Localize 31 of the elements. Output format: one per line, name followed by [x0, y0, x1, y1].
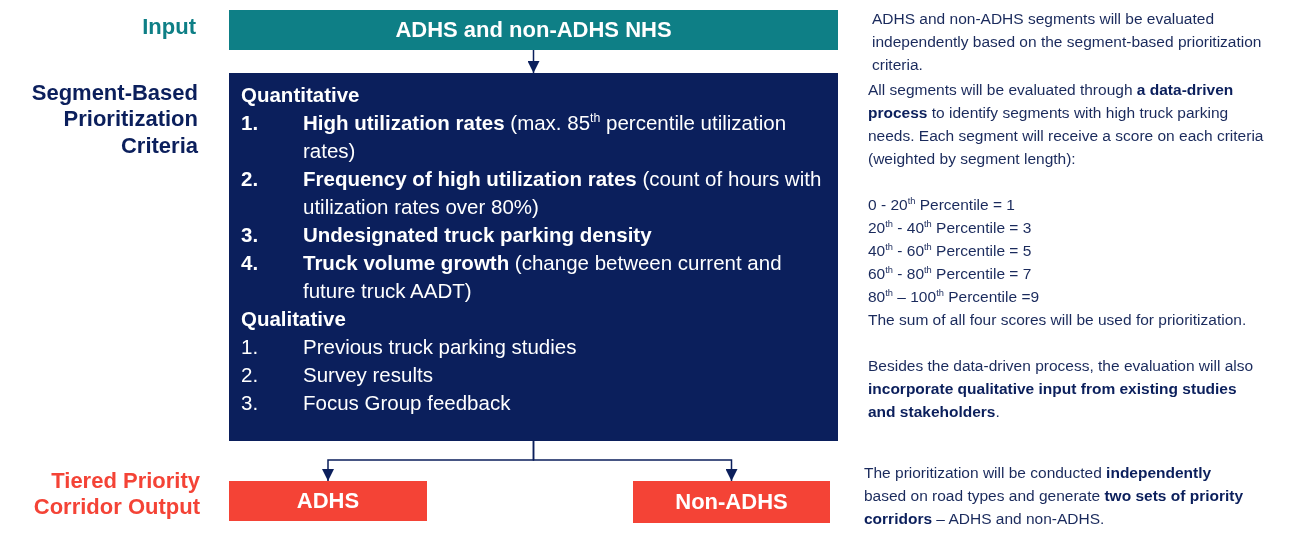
arrow [527, 49, 540, 74]
list-item: 3. Undesignated truck parking density [241, 222, 653, 248]
score-text: 20$^{th}$ - 40$^{th}$ Percentile = 3 [868, 217, 1033, 238]
row-label: Tiered Priority Corridor Output [32, 468, 200, 521]
output-box [229, 481, 427, 521]
score-text: 80$^{th}$ – 100$^{th}$ Percentile =9 [868, 286, 1041, 307]
input-box [229, 10, 838, 50]
note-text: ADHS and non-ADHS segments will be evaluated independently based on the segment-based prioritization criteria. [872, 9, 1263, 75]
note-text: The sum of all four scores will be used for prioritization. [868, 310, 1248, 330]
score-text: 60$^{th}$ - 80$^{th}$ Percentile = 7 [868, 263, 1033, 284]
list-item: 1. High utilization rates (max. 85$^{th}$ percentile utilization rates) [241, 110, 788, 164]
box-label: Non-ADHS [675, 489, 788, 515]
output-box [633, 481, 830, 523]
list-item: 4. Truck volume growth (change between current and future truck AADT) [241, 250, 783, 304]
score-text: 40$^{th}$ - 60$^{th}$ Percentile = 5 [868, 240, 1033, 261]
list-item: 1. Previous truck parking studies [241, 334, 578, 360]
row-label: Segment-Based Prioritization Criteria [30, 80, 198, 160]
note-text: Besides the data-driven process, the evaluation will also incorporate qualitative input from existing studies and stakeholders. [868, 356, 1255, 422]
list-item: 2. Frequency of high utilization rates (count of hours with utilization rates over 80%) [241, 166, 823, 220]
list-item: 3. Focus Group feedback [241, 390, 512, 416]
section-heading: Quantitative [241, 82, 361, 108]
box-label: ADHS [296, 488, 360, 514]
section-heading: Qualitative [241, 306, 347, 332]
box-label: ADHS and non-ADHS NHS [395, 17, 672, 43]
note-text: The prioritization will be conducted independently based on road types and generate two sets of priority corridors – ADHS and non-ADHS. [864, 463, 1244, 529]
arrow [532, 440, 738, 482]
score-text: 0 - 20$^{th}$ Percentile = 1 [868, 194, 1016, 215]
criteria-box [229, 73, 838, 441]
row-label: Input [141, 14, 196, 41]
note-text: All segments will be evaluated through a data-driven process to identify segments with high truck parking needs. Each segment will receive a score on each criteria (weighted by segment length): [868, 80, 1265, 169]
list-item: 2. Survey results [241, 362, 434, 388]
